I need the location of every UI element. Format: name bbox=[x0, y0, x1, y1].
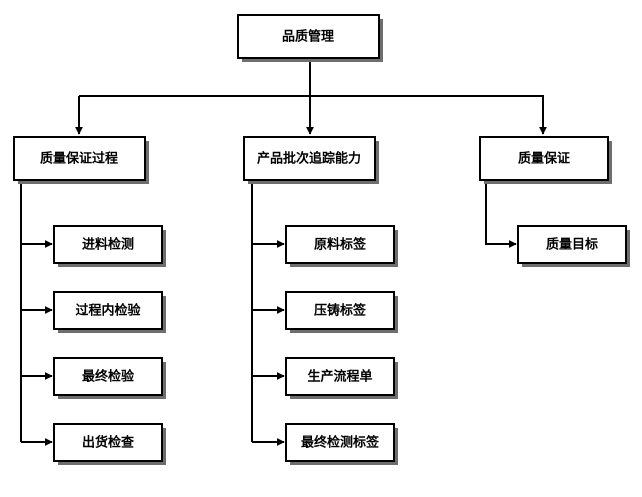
root-node: 品质管理 bbox=[237, 14, 383, 62]
leaf-node-shipment-inspection: 出货检查 bbox=[53, 423, 166, 465]
branch-2-label: 产品批次追踪能力 bbox=[257, 151, 361, 167]
connectors bbox=[20, 58, 547, 446]
leaf-node-production-flow-sheet: 生产流程单 bbox=[285, 357, 398, 399]
leaf-node-final-inspection: 最终检验 bbox=[53, 357, 166, 399]
leaf-node-final-test-label: 最终检测标签 bbox=[285, 423, 398, 465]
branch-1-child-3-label: 最终检验 bbox=[82, 369, 135, 385]
leaf-node-quality-objectives: 质量目标 bbox=[517, 225, 630, 267]
branch-3-child-1-label: 质量目标 bbox=[546, 237, 598, 253]
leaf-node-raw-material-label: 原料标签 bbox=[285, 225, 398, 267]
leaf-node-incoming-inspection: 进料检测 bbox=[53, 225, 166, 267]
leaf-node-die-casting-label: 压铸标签 bbox=[285, 291, 398, 333]
branch-2-child-1-label: 原料标签 bbox=[314, 237, 367, 253]
branch-node-quality-assurance: 质量保证 bbox=[479, 136, 612, 184]
leaf-node-in-process-inspection: 过程内检验 bbox=[53, 291, 166, 333]
root-to-branch-3-arrow bbox=[310, 95, 547, 135]
branch-node-quality-assurance-process: 质量保证过程 bbox=[13, 136, 149, 184]
branch-1-child-4-label: 出货检查 bbox=[82, 435, 135, 451]
branch-2-child-3-label: 生产流程单 bbox=[307, 369, 372, 385]
branch-2-child-2-label: 压铸标签 bbox=[314, 303, 367, 319]
branch-1-label: 质量保证过程 bbox=[40, 151, 118, 167]
root-label: 品质管理 bbox=[282, 29, 334, 45]
branch-node-batch-traceability: 产品批次追踪能力 bbox=[243, 136, 379, 184]
branch-1-child-1-label: 进料检测 bbox=[82, 237, 134, 253]
branch-1-child-2-label: 过程内检验 bbox=[75, 303, 141, 319]
branch-3-label: 质量保证 bbox=[518, 151, 570, 167]
branch-3-spine bbox=[485, 180, 517, 248]
branch-2-child-4-label: 最终检测标签 bbox=[301, 435, 380, 451]
root-connector bbox=[79, 58, 311, 97]
